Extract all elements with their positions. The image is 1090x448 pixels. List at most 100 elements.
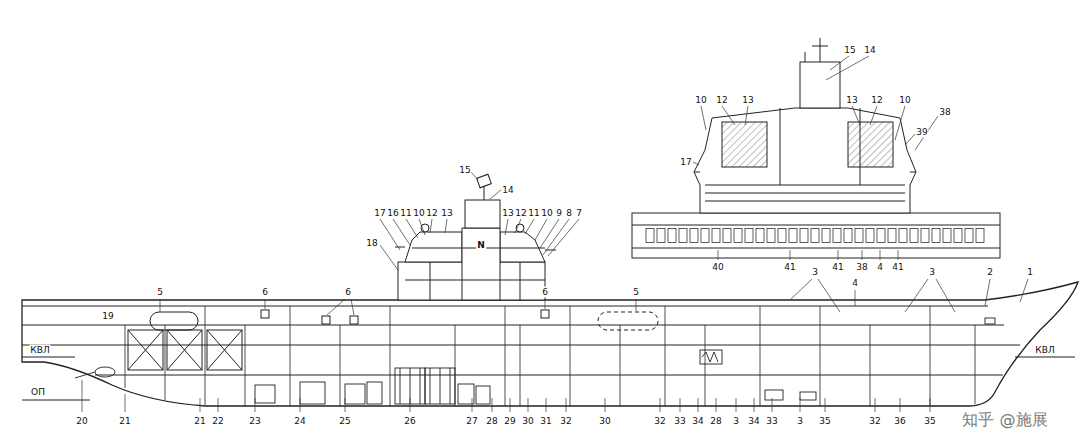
leader-line: [693, 56, 938, 260]
callout-number: 21: [193, 416, 206, 427]
callout-number: 13: [501, 208, 514, 219]
callout-number: 11: [527, 208, 540, 219]
callout-number: 16: [386, 208, 399, 219]
callout-number: 36: [893, 416, 906, 427]
callout-number: 13: [741, 95, 754, 106]
callout-number: 2: [986, 267, 994, 278]
island-front-body: [694, 108, 916, 213]
island-front-view: [632, 38, 1000, 258]
island-letter: N: [476, 240, 486, 251]
island-front-top: [800, 62, 840, 108]
callout-number: 29: [503, 416, 516, 427]
callout-number: 10: [898, 95, 911, 106]
elevator: [598, 312, 658, 330]
callout-number: 21: [118, 416, 131, 427]
deck-hatches: [261, 310, 549, 324]
callout-number: 38: [938, 107, 951, 118]
island-tower: [462, 228, 500, 300]
island-wing: [405, 232, 462, 262]
callout-number: 3: [732, 416, 740, 427]
callout-number: 39: [915, 127, 928, 138]
callout-number: 14: [501, 185, 514, 196]
callout-number: 31: [539, 416, 552, 427]
callout-number: 34: [747, 416, 760, 427]
callout-number: 1: [1026, 267, 1034, 278]
callout-number: 41: [831, 262, 844, 273]
hull-outline: [22, 282, 1078, 406]
hangar-doors: [128, 330, 242, 370]
callout-number: 15: [843, 45, 856, 56]
callout-number: 8: [565, 208, 573, 219]
callout-number: 35: [923, 416, 936, 427]
waterline: [22, 357, 1075, 400]
callout-number: 10: [540, 208, 553, 219]
hull-profile: [22, 282, 1078, 406]
callout-number: 32: [653, 416, 666, 427]
callout-number: 38: [855, 262, 868, 273]
radar-panel: [722, 122, 767, 167]
island-top: [465, 200, 500, 228]
callout-number: 35: [818, 416, 831, 427]
callout-number: 9: [555, 208, 563, 219]
callout-number: 26: [403, 416, 416, 427]
bulkheads: [125, 306, 975, 406]
callout-number: 11: [399, 208, 412, 219]
reference-line-label: ОП: [30, 387, 46, 398]
deck-band-lines: [632, 225, 1000, 248]
leader-line: [160, 279, 1028, 315]
callout-number: 34: [691, 416, 704, 427]
callout-number: 5: [632, 287, 640, 298]
callout-number: 12: [425, 208, 438, 219]
callout-number: 7: [575, 208, 583, 219]
callout-number: 30: [521, 416, 534, 427]
elevator: [150, 312, 198, 330]
callout-number: 12: [514, 208, 527, 219]
island-front-detail: [694, 108, 916, 201]
callout-number: 4: [851, 278, 859, 289]
island: [395, 174, 556, 300]
machinery: [75, 318, 995, 404]
callout-number: 23: [248, 416, 261, 427]
callout-number: 17: [679, 157, 692, 168]
callout-number: 19: [101, 311, 114, 322]
radar-dish: [477, 174, 492, 188]
callout-number: 32: [868, 416, 881, 427]
callout-number: 12: [870, 95, 883, 106]
callout-number: 10: [694, 95, 707, 106]
callout-number: 6: [541, 287, 549, 298]
deck-band: [632, 213, 1000, 258]
callout-number: 3: [811, 267, 819, 278]
callout-number: 4: [876, 262, 884, 273]
reference-line-label: КВЛ: [1034, 345, 1055, 356]
callout-number: 6: [344, 287, 352, 298]
callout-number: 40: [711, 262, 724, 273]
front-mast: [805, 38, 828, 62]
callout-number: 15: [458, 165, 471, 176]
radar-panel: [848, 122, 893, 167]
watermark: 知乎 @施展: [960, 411, 1049, 429]
leader-lines: [82, 56, 1028, 412]
callout-number: 14: [863, 45, 876, 56]
callout-number: 3: [928, 267, 936, 278]
reference-line-label: КВЛ: [29, 345, 50, 356]
callout-number: 41: [891, 262, 904, 273]
callout-number: 13: [440, 208, 453, 219]
mast: [484, 186, 485, 200]
island-wing: [500, 232, 545, 262]
callout-number: 41: [783, 262, 796, 273]
callout-number: 28: [485, 416, 498, 427]
callout-number: 10: [412, 208, 425, 219]
callout-number: 12: [715, 95, 728, 106]
windows: [645, 228, 986, 244]
callout-number: 6: [261, 287, 269, 298]
callout-number: 20: [75, 416, 88, 427]
leader-line: [380, 172, 579, 270]
island-detail: [395, 247, 556, 300]
callout-number: 30: [598, 416, 611, 427]
callout-number: 33: [673, 416, 686, 427]
callout-number: 32: [559, 416, 572, 427]
callout-number: 13: [845, 95, 858, 106]
